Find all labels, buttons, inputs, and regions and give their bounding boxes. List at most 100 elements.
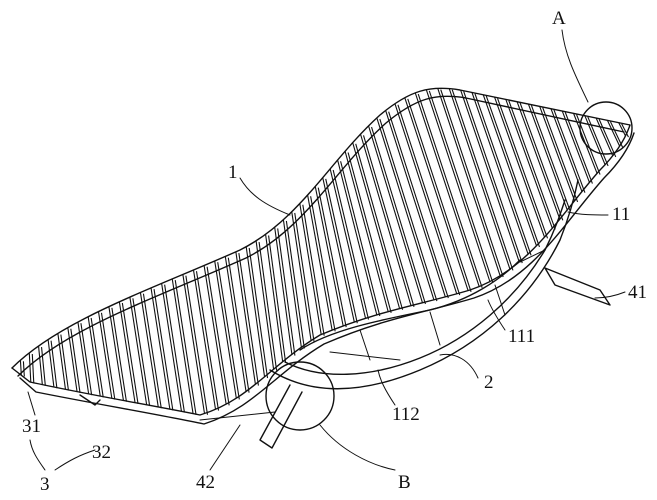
detail-circle-b (265, 361, 335, 431)
label-2: 2 (484, 372, 494, 393)
slat (508, 100, 556, 230)
label-a: A (552, 8, 566, 29)
slat (60, 334, 70, 391)
slat (564, 112, 593, 184)
leader-112 (377, 369, 396, 406)
slat (460, 89, 520, 263)
frame-lower-arc (269, 179, 579, 390)
slat (621, 123, 629, 138)
slat (407, 98, 472, 292)
slat (539, 106, 576, 201)
label-111: 111 (508, 326, 535, 347)
slat (87, 316, 101, 397)
slat (37, 345, 43, 385)
slat (542, 107, 579, 203)
slat (463, 91, 523, 264)
leader-11 (567, 211, 609, 216)
leader-111 (487, 299, 506, 331)
slat (235, 251, 256, 385)
slat (299, 203, 322, 335)
slat (302, 204, 325, 336)
slat (553, 109, 586, 193)
slat (598, 119, 617, 158)
slat (337, 159, 378, 315)
slat (40, 347, 46, 386)
bed-front-rail (11, 124, 631, 416)
slat (108, 306, 124, 401)
slat (474, 93, 532, 256)
slat (171, 278, 194, 414)
leader-3b (29, 439, 46, 471)
slat (238, 252, 259, 386)
slat (97, 311, 113, 399)
slat (203, 265, 227, 405)
slat (77, 321, 90, 395)
slat (22, 361, 25, 377)
slat (129, 297, 148, 405)
slat (471, 92, 529, 255)
slat (385, 110, 446, 298)
bed-back-rail (11, 87, 631, 369)
slat (516, 101, 561, 220)
slat (150, 287, 171, 410)
slat (527, 103, 568, 211)
slat (100, 312, 116, 400)
slat (322, 177, 355, 323)
slat (118, 301, 136, 403)
slat (344, 151, 389, 312)
slat (164, 284, 186, 413)
slat (161, 283, 183, 412)
slat (618, 122, 626, 137)
slat (428, 90, 494, 283)
slat (282, 219, 302, 348)
slat (139, 292, 159, 408)
slat (347, 152, 392, 313)
slat (307, 194, 333, 331)
frame-rib-2 (429, 311, 441, 346)
slat (294, 212, 315, 342)
label-1: 1 (228, 162, 238, 183)
slat (153, 289, 174, 411)
slat (325, 178, 358, 324)
leader-41 (594, 291, 626, 299)
leader-2 (439, 353, 479, 379)
bed-front-rail-inner (19, 132, 635, 425)
slat (352, 142, 401, 309)
slat (584, 115, 606, 165)
rear-leg-41 (544, 267, 611, 306)
foot-block (79, 394, 101, 406)
slat (67, 327, 78, 392)
leader-3 (54, 449, 96, 471)
label-32: 32 (92, 442, 111, 463)
slat (70, 328, 81, 393)
frame-crossbar-112 (329, 351, 401, 361)
frame-upper-arc (284, 199, 566, 375)
slat (371, 126, 426, 305)
slat (404, 97, 469, 291)
slat (206, 266, 230, 406)
slat (606, 120, 621, 147)
label-b: B (398, 472, 411, 493)
slat (265, 234, 284, 362)
slat (245, 246, 266, 377)
slat (121, 302, 139, 404)
frame-inner-arc (299, 259, 521, 351)
slat (192, 269, 217, 410)
label-42: 42 (196, 472, 215, 493)
slat (494, 96, 546, 238)
slat (587, 116, 609, 167)
base-rail (199, 411, 276, 421)
leader-42 (209, 424, 241, 471)
slat (80, 323, 93, 396)
slat (414, 92, 480, 287)
slat (485, 95, 540, 248)
frame-rib-1 (359, 329, 371, 361)
slat (195, 271, 220, 411)
slat (31, 353, 35, 384)
slatted-bed (11, 87, 635, 425)
slat (388, 111, 449, 299)
slat (57, 333, 67, 390)
slat (274, 227, 293, 355)
